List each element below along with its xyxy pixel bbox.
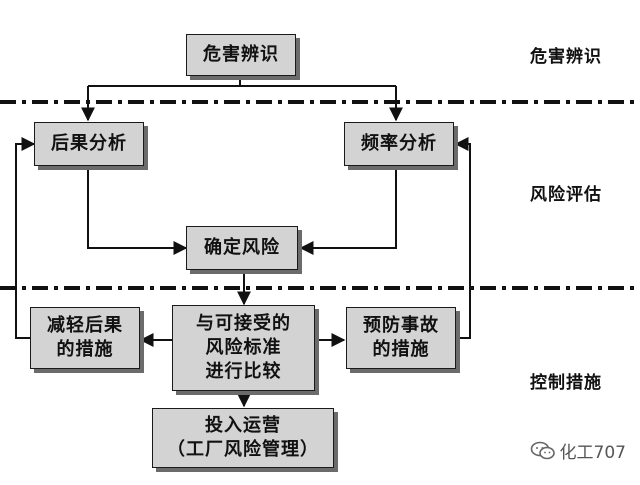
watermark-text: 化工707 — [559, 443, 626, 463]
stage-divider-top — [0, 100, 640, 104]
arrow-hazard-to-split — [88, 76, 396, 87]
box-acceptance-comparison: 与可接受的 风险标准 进行比较 — [172, 305, 315, 391]
watermark: 化工707 — [530, 438, 626, 463]
arrow-prevention-feedback — [454, 137, 471, 339]
stage-divider-bottom — [0, 286, 640, 290]
stage-label-identification: 危害辨识 — [530, 47, 602, 67]
arrow-frequency-to-risk — [299, 168, 397, 255]
arrow-consequence-to-risk — [87, 168, 188, 255]
box-mitigation-measures: 减轻后果 的措施 — [30, 307, 140, 369]
arrow-mitigation-feedback — [15, 137, 36, 339]
box-hazard-identification: 危害辨识 — [186, 34, 296, 76]
stage-label-assessment: 风险评估 — [530, 185, 602, 205]
box-prevention-measures: 预防事故 的措施 — [346, 307, 456, 369]
box-frequency-analysis: 频率分析 — [344, 122, 454, 166]
box-operation: 投入运营 （工厂风险管理） — [152, 408, 334, 468]
stage-label-control: 控制措施 — [530, 373, 602, 393]
wechat-icon — [530, 441, 555, 459]
box-consequence-analysis: 后果分析 — [34, 122, 144, 166]
box-risk-determination: 确定风险 — [186, 226, 298, 270]
